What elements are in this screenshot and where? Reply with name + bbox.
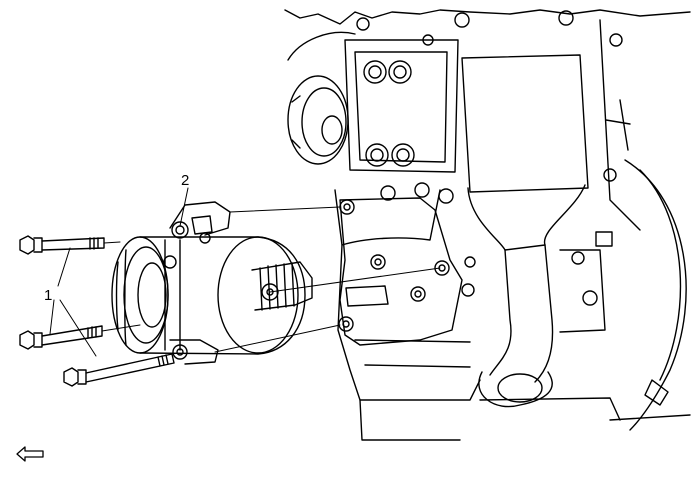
- alignment-lines: [101, 206, 441, 353]
- engine-block: [284, 9, 691, 441]
- compressor-bolt-top: [19, 235, 105, 255]
- air-conditioning-compressor: [111, 201, 313, 365]
- compressor-bolt-bottom: [63, 353, 175, 387]
- callout-label-1: 1: [44, 287, 53, 304]
- callout-leaders: [49, 187, 189, 357]
- callout-label-2: 2: [181, 172, 190, 189]
- arrow-left-outline-icon: [16, 446, 44, 462]
